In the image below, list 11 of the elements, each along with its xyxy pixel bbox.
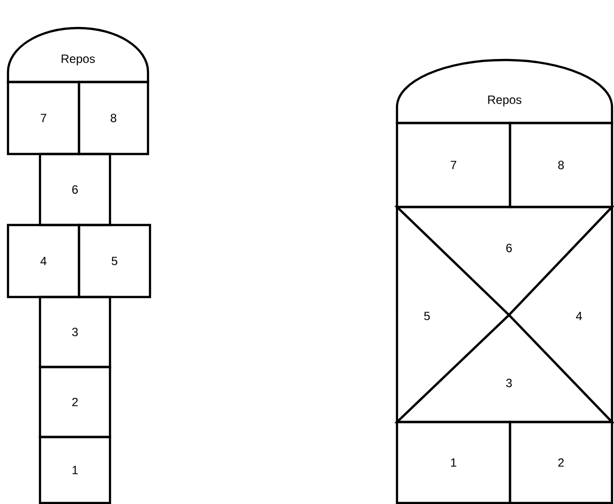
- rest-area-dome: Repos: [396, 58, 614, 124]
- hopscotch-square: 6: [38, 152, 112, 226]
- rest-area-dome: Repos: [6, 26, 150, 84]
- hopscotch-square: 5: [78, 224, 152, 298]
- hopscotch-square: 3: [38, 296, 112, 368]
- hopscotch-square: 2: [38, 366, 112, 438]
- hopscotch-square: 8: [78, 80, 150, 156]
- hopscotch-square: 8: [508, 122, 614, 208]
- hopscotch-square: 7: [396, 122, 512, 208]
- hopscotch-square: 7: [6, 80, 80, 156]
- hopscotch-square: 4: [6, 224, 80, 298]
